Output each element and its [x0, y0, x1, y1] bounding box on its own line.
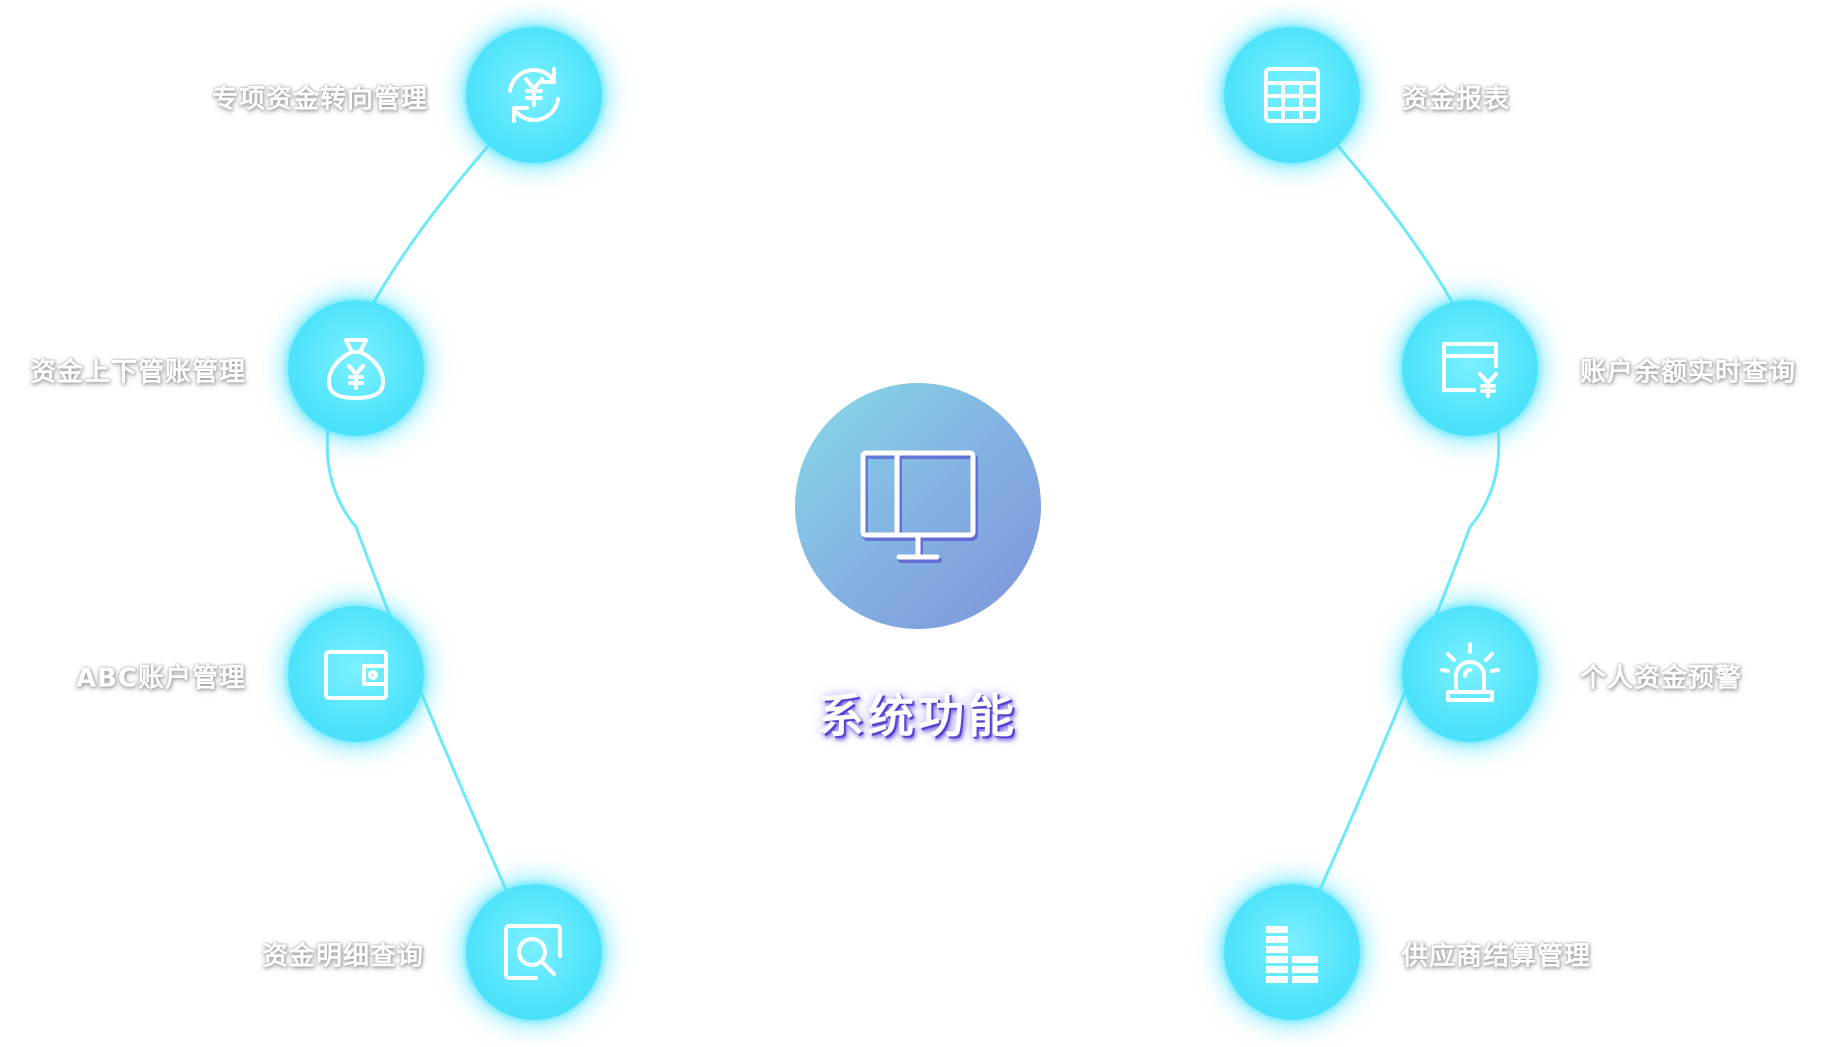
label-fund-report: 资金报表 [1402, 84, 1511, 115]
search-document-icon [504, 924, 562, 980]
node-account-balance-query[interactable] [1402, 300, 1538, 436]
yuan-exchange-icon [508, 67, 560, 123]
center-title: 系统功能 [818, 689, 1018, 743]
label-special-fund-redirect: 专项资金转向管理 [211, 84, 428, 115]
label-personal-fund-alert: 个人资金预警 [1580, 663, 1743, 694]
node-supplier-settlement[interactable] [1224, 884, 1360, 1020]
label-supplier-settlement: 供应商结算管理 [1402, 941, 1592, 972]
card-yuan-icon [1442, 342, 1498, 398]
label-account-balance-query: 账户余额实时查询 [1580, 357, 1797, 388]
monitor-icon [860, 450, 978, 563]
node-fund-account-management[interactable] [288, 300, 424, 436]
label-fund-detail-query: 资金明细查询 [261, 941, 424, 972]
label-abc-account-management: ABC账户管理 [75, 663, 246, 694]
center-hub [795, 383, 1041, 629]
node-special-fund-redirect[interactable] [466, 27, 602, 163]
wallet-icon [324, 650, 388, 700]
node-fund-detail-query[interactable] [466, 884, 602, 1020]
node-fund-report[interactable] [1224, 27, 1360, 163]
money-bag-icon [327, 338, 385, 400]
node-personal-fund-alert[interactable] [1402, 606, 1538, 742]
stacked-blocks-icon [1266, 926, 1318, 983]
table-grid-icon [1264, 67, 1320, 123]
right-connector-arc [1290, 93, 1501, 953]
node-abc-account-management[interactable] [288, 606, 424, 742]
left-connector-arc [325, 93, 536, 953]
label-fund-account-management: 资金上下管账管理 [29, 357, 246, 388]
alarm-light-icon [1440, 642, 1500, 702]
